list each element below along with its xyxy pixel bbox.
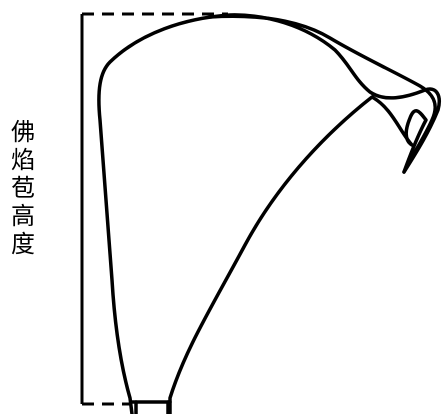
label-char-2: 焰 <box>11 146 35 174</box>
label-char-4: 高 <box>11 202 35 230</box>
spathe-height-label: 佛 焰 苞 高 度 <box>8 118 38 258</box>
height-dimension-bracket <box>80 12 228 406</box>
spathe-base <box>130 400 172 414</box>
spathe-lip-curl <box>208 14 437 174</box>
label-char-3: 苞 <box>11 174 35 202</box>
label-char-1: 佛 <box>11 118 35 146</box>
label-char-5: 度 <box>11 230 35 258</box>
spathe-outline <box>97 13 441 414</box>
